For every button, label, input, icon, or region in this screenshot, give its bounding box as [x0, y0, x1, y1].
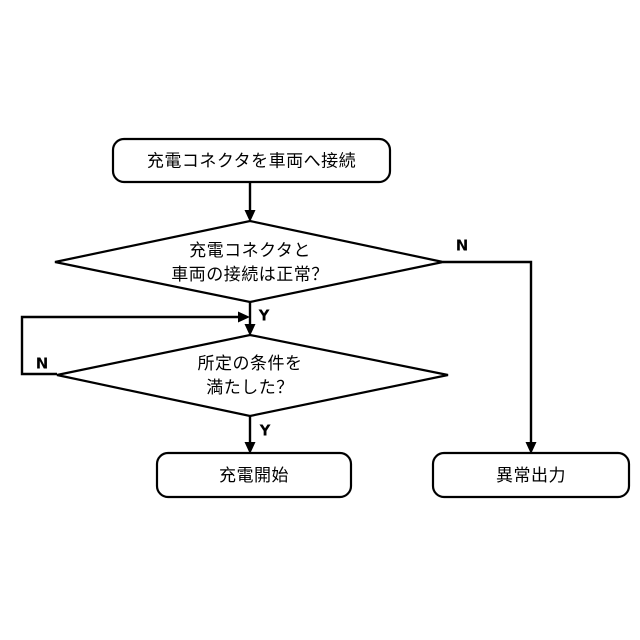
decision-conditions[interactable]: 所定の条件を 満たした？ [56, 333, 449, 418]
arrowhead-to-decision2 [244, 324, 256, 336]
connectors-group [20, 182, 537, 454]
start-box-label: 充電コネクタを車両へ接続 [147, 152, 356, 172]
error-output-box-label: 異常出力 [496, 466, 566, 486]
decision-connection-label-line1: 充電コネクタと [189, 241, 311, 261]
decision-connection-label-line2: 車両の接続は正常？ [171, 265, 329, 285]
charge-start-box[interactable]: 充電開始 [155, 451, 353, 499]
branch-label-decision2-yes: Y [259, 422, 272, 440]
branch-labels-group: N Y N Y [36, 237, 469, 440]
branch-label-decision1-yes: Y [258, 307, 271, 325]
decision-conditions-label-line2: 満たした？ [206, 378, 294, 398]
error-output-box[interactable]: 異常出力 [431, 451, 631, 499]
charge-start-box-label: 充電開始 [219, 466, 289, 486]
decision-connection-shape [54, 219, 444, 304]
connector-decision2-no-feedback-loop [20, 315, 243, 376]
decision-conditions-shape [56, 333, 449, 418]
arrowhead-to-error-box [525, 442, 537, 454]
start-box[interactable]: 充電コネクタを車両へ接続 [111, 137, 392, 184]
decision-connection[interactable]: 充電コネクタと 車両の接続は正常？ [54, 219, 444, 304]
arrowhead-feedback-loop [238, 311, 250, 323]
branch-label-decision2-no: N [36, 355, 49, 373]
start-box-shape [111, 137, 392, 184]
charge-start-box-shape [155, 451, 353, 499]
branch-label-decision1-no: N [456, 237, 469, 255]
arrowhead-to-charge-box [244, 442, 256, 454]
connector-decision1-no-to-error [443, 260, 533, 447]
decision-conditions-label-line1: 所定の条件を [198, 354, 303, 374]
error-output-box-shape [431, 451, 631, 499]
arrowhead-to-decision1 [244, 210, 256, 222]
